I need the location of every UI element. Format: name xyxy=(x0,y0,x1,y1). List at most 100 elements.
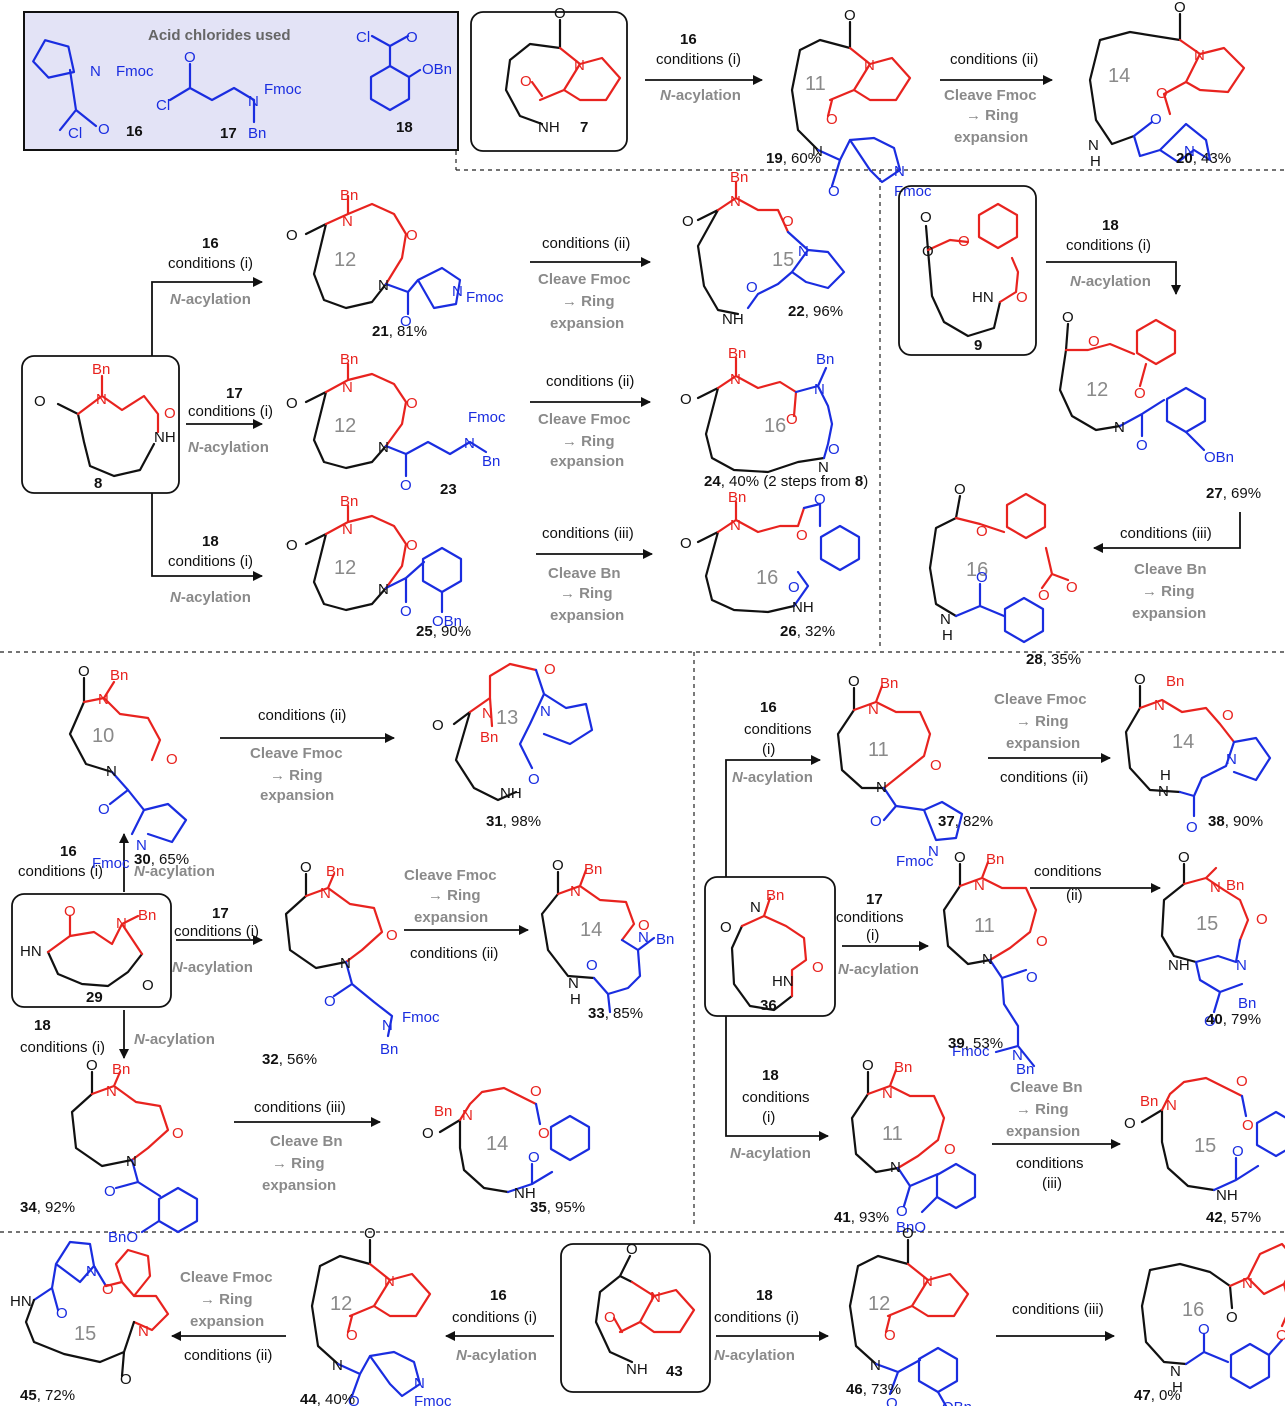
svg-text:O: O xyxy=(348,1393,360,1406)
svg-text:Cl: Cl xyxy=(356,29,370,46)
svg-text:N: N xyxy=(864,57,875,74)
svg-text:H: H xyxy=(1090,153,1101,170)
svg-text:(i): (i) xyxy=(762,741,775,758)
svg-text:NH: NH xyxy=(1168,957,1190,974)
svg-text:O: O xyxy=(98,121,110,138)
svg-text:O: O xyxy=(1036,933,1048,950)
svg-text:HN: HN xyxy=(10,1293,32,1310)
svg-text:29: 29 xyxy=(86,989,103,1006)
svg-text:O: O xyxy=(828,183,840,200)
svg-text:N: N xyxy=(320,885,331,902)
svg-text:N: N xyxy=(1194,47,1205,64)
svg-text:O: O xyxy=(1276,1327,1285,1344)
svg-text:O: O xyxy=(544,661,556,678)
compound-27: O O O 12 N O OBn xyxy=(1058,309,1234,466)
svg-text:16: 16 xyxy=(680,31,697,48)
svg-text:conditions (i): conditions (i) xyxy=(18,863,103,880)
svg-text:conditions: conditions xyxy=(1016,1155,1084,1172)
svg-text:N: N xyxy=(894,163,905,180)
svg-text:38, 90%: 38, 90% xyxy=(1208,813,1263,830)
svg-text:NH: NH xyxy=(722,311,744,328)
svg-text:Cleave Fmoc: Cleave Fmoc xyxy=(538,411,631,428)
legend-label-18: 18 xyxy=(396,119,413,136)
svg-text:O: O xyxy=(1236,1073,1248,1090)
svg-text:→ Ring: → Ring xyxy=(1016,713,1069,730)
svg-text:N: N xyxy=(1012,1047,1023,1064)
svg-text:Fmoc: Fmoc xyxy=(414,1393,452,1406)
svg-text:O: O xyxy=(432,717,444,734)
svg-text:O: O xyxy=(120,1371,132,1388)
svg-text:O: O xyxy=(626,1241,638,1258)
svg-text:→ Ring: → Ring xyxy=(270,767,323,784)
svg-text:O: O xyxy=(782,213,794,230)
compound-45: HN O N O N 15 O xyxy=(10,1240,170,1388)
svg-text:conditions (iii): conditions (iii) xyxy=(254,1099,346,1116)
svg-text:N: N xyxy=(890,1159,901,1176)
svg-text:15: 15 xyxy=(74,1323,96,1345)
svg-text:18: 18 xyxy=(202,533,219,550)
svg-text:O: O xyxy=(788,579,800,596)
svg-text:N: N xyxy=(882,1085,893,1102)
row-29: HN O N Bn O 29 16 conditions (i) N-acyla… xyxy=(11,833,263,1059)
svg-text:O: O xyxy=(34,393,46,410)
svg-text:→ Ring: → Ring xyxy=(560,585,613,602)
svg-text:BnO: BnO xyxy=(896,1219,926,1236)
svg-text:Cleave Fmoc: Cleave Fmoc xyxy=(994,691,1087,708)
svg-text:O: O xyxy=(930,757,942,774)
svg-text:N: N xyxy=(982,951,993,968)
svg-text:O: O xyxy=(902,1225,914,1242)
svg-text:conditions: conditions xyxy=(742,1089,810,1106)
compound-32: O Bn N O N O N Fmoc Bn xyxy=(284,859,440,1058)
compound-28: O O O O 16 O N H xyxy=(928,481,1078,644)
svg-text:O: O xyxy=(78,663,90,680)
compound-40: O N Bn O 15 NH N Bn O xyxy=(1160,849,1268,1030)
svg-text:Bn: Bn xyxy=(584,861,602,878)
svg-text:HN: HN xyxy=(772,973,794,990)
svg-text:O: O xyxy=(56,1305,68,1322)
svg-text:18: 18 xyxy=(1102,217,1119,234)
svg-text:Bn: Bn xyxy=(326,863,344,880)
svg-text:O: O xyxy=(920,209,932,226)
svg-text:41, 93%: 41, 93% xyxy=(834,1209,889,1226)
svg-text:O: O xyxy=(604,1309,616,1326)
svg-text:conditions (i): conditions (i) xyxy=(188,403,273,420)
svg-text:N: N xyxy=(876,779,887,796)
svg-text:23: 23 xyxy=(440,481,457,498)
svg-text:Fmoc: Fmoc xyxy=(466,289,504,306)
svg-text:conditions (ii): conditions (ii) xyxy=(950,51,1038,68)
svg-text:OBn: OBn xyxy=(942,1399,972,1406)
svg-text:→ Ring: → Ring xyxy=(562,433,615,450)
svg-text:N: N xyxy=(922,1273,933,1290)
svg-text:HN: HN xyxy=(972,289,994,306)
svg-text:24, 40% (2 steps from 8): 24, 40% (2 steps from 8) xyxy=(704,473,868,490)
svg-text:N: N xyxy=(814,381,825,398)
svg-text:N: N xyxy=(414,1375,425,1392)
svg-text:Bn: Bn xyxy=(1238,995,1256,1012)
svg-text:→ Ring: → Ring xyxy=(200,1291,253,1308)
svg-text:O: O xyxy=(1222,707,1234,724)
svg-text:expansion: expansion xyxy=(1006,735,1080,752)
svg-text:16: 16 xyxy=(1182,1299,1204,1321)
svg-text:O: O xyxy=(530,1083,542,1100)
compound-36: O N Bn O HN 36 xyxy=(720,887,824,1014)
svg-text:O: O xyxy=(680,391,692,408)
svg-text:12: 12 xyxy=(868,1293,890,1315)
compound-38: O Bn N O 14 N N H O xyxy=(1124,671,1272,836)
svg-text:Bn: Bn xyxy=(894,1059,912,1076)
svg-text:Cleave Bn: Cleave Bn xyxy=(270,1133,343,1150)
acid-chlorides-legend: Acid chlorides used Cl O N Fmoc 16 Cl O … xyxy=(23,11,459,151)
svg-text:7: 7 xyxy=(580,119,588,136)
svg-text:O: O xyxy=(1178,849,1190,866)
svg-text:N: N xyxy=(540,703,551,720)
svg-text:12: 12 xyxy=(1086,379,1108,401)
svg-text:N: N xyxy=(730,517,741,534)
svg-text:O: O xyxy=(1066,579,1078,596)
compound-8: O N Bn O NH 8 xyxy=(34,361,176,492)
svg-text:N: N xyxy=(382,1017,393,1034)
svg-text:47, 0%: 47, 0% xyxy=(1134,1387,1181,1404)
svg-text:N-acylation: N-acylation xyxy=(134,1031,215,1048)
svg-text:O: O xyxy=(386,927,398,944)
svg-text:N: N xyxy=(570,883,581,900)
svg-text:NH: NH xyxy=(1216,1187,1238,1204)
svg-text:N: N xyxy=(574,57,585,74)
